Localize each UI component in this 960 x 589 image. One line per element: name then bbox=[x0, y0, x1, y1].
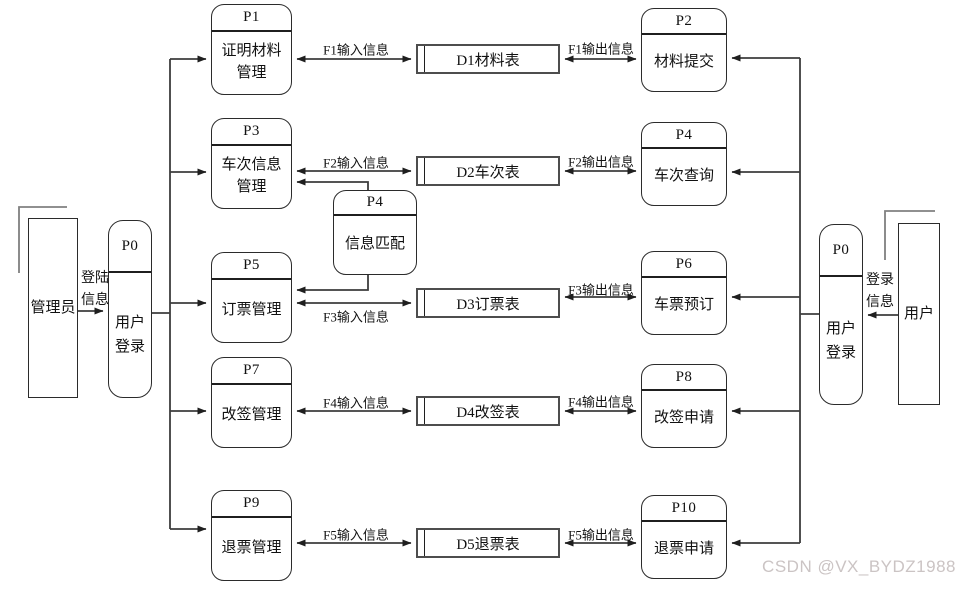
process-p8: P8 改签申请 bbox=[641, 364, 727, 448]
process-p8-label: 改签申请 bbox=[653, 410, 714, 427]
process-p0-left-label: 用户登录 bbox=[114, 315, 145, 355]
process-p6-id: P6 bbox=[642, 252, 726, 278]
external-entity-user: 用户 bbox=[898, 223, 940, 405]
process-p0-right-label: 用户登录 bbox=[825, 320, 856, 361]
process-p9-label: 退票管理 bbox=[221, 540, 282, 557]
datastore-d1-endline bbox=[424, 46, 425, 72]
flow-label-f1-out: F1输出信息 bbox=[568, 41, 634, 57]
process-p3: P3 车次信息管理 bbox=[211, 118, 292, 209]
process-p6-label: 车票预订 bbox=[653, 297, 714, 314]
flow-label-f2-out: F2输出信息 bbox=[568, 154, 634, 170]
external-entity-admin: 管理员 bbox=[28, 218, 78, 398]
datastore-d3: D3订票表 bbox=[416, 288, 560, 318]
process-p0-left-id: P0 bbox=[109, 221, 151, 273]
process-p2-id: P2 bbox=[642, 9, 726, 35]
flow-label-f3-out: F3输出信息 bbox=[568, 282, 634, 298]
datastore-d4: D4改签表 bbox=[416, 396, 560, 426]
process-p0-right-id: P0 bbox=[820, 225, 862, 277]
datastore-d2-endline bbox=[424, 158, 425, 184]
datastore-d4-endline bbox=[424, 398, 425, 424]
process-p9: P9 退票管理 bbox=[211, 490, 292, 581]
datastore-d4-label: D4改签表 bbox=[456, 404, 520, 421]
process-p10-label: 退票申请 bbox=[653, 541, 714, 558]
flow-label-admin-login: 登陆信息 bbox=[81, 271, 109, 308]
process-p7-label: 改签管理 bbox=[221, 407, 282, 424]
datastore-d2: D2车次表 bbox=[416, 156, 560, 186]
flow-label-f4-out: F4输出信息 bbox=[568, 394, 634, 410]
user-entity-bracket bbox=[884, 210, 935, 260]
user-entity-label: 用户 bbox=[903, 305, 934, 322]
datastore-d3-endline bbox=[424, 290, 425, 316]
datastore-d5-endline bbox=[424, 530, 425, 556]
process-p0-right: P0 用户登录 bbox=[819, 224, 863, 405]
process-p4-matcher-label: 信息匹配 bbox=[344, 236, 405, 253]
process-p10: P10 退票申请 bbox=[641, 495, 727, 579]
matcher-to-p5-arrow bbox=[296, 275, 369, 294]
flow-label-f5-in: F5输入信息 bbox=[323, 527, 389, 543]
process-p3-label: 车次信息管理 bbox=[221, 157, 282, 195]
process-p9-id: P9 bbox=[212, 491, 291, 518]
process-p10-id: P10 bbox=[642, 496, 726, 522]
process-p4-right-id: P4 bbox=[642, 123, 726, 149]
datastore-d2-label: D2车次表 bbox=[456, 164, 520, 181]
datastore-d5-label: D5退票表 bbox=[456, 536, 520, 553]
flow-label-f5-out: F5输出信息 bbox=[568, 527, 634, 543]
process-p5-label: 订票管理 bbox=[221, 302, 282, 319]
csdn-watermark: CSDN @VX_BYDZ1988 bbox=[762, 557, 956, 576]
flow-label-f1-in: F1输入信息 bbox=[323, 42, 389, 58]
process-p5: P5 订票管理 bbox=[211, 252, 292, 343]
matcher-to-p3-arrow bbox=[296, 178, 369, 190]
process-p6: P6 车票预订 bbox=[641, 251, 727, 335]
process-p8-id: P8 bbox=[642, 365, 726, 391]
flow-label-f4-in: F4输入信息 bbox=[323, 395, 389, 411]
process-p7-id: P7 bbox=[212, 358, 291, 385]
process-p2-label: 材料提交 bbox=[653, 54, 714, 71]
flow-label-f2-in: F2输入信息 bbox=[323, 155, 389, 171]
process-p1-label: 证明材料管理 bbox=[221, 43, 282, 81]
process-p1: P1 证明材料管理 bbox=[211, 4, 292, 95]
process-p5-id: P5 bbox=[212, 253, 291, 280]
process-p7: P7 改签管理 bbox=[211, 357, 292, 448]
admin-entity-bracket bbox=[18, 206, 67, 273]
process-p0-left: P0 用户登录 bbox=[108, 220, 152, 398]
process-p4-matcher: P4 信息匹配 bbox=[333, 190, 417, 275]
flow-label-user-login: 登录信息 bbox=[866, 273, 894, 310]
admin-entity-label: 管理员 bbox=[30, 299, 76, 316]
process-p4-right: P4 车次查询 bbox=[641, 122, 727, 206]
datastore-d1: D1材料表 bbox=[416, 44, 560, 74]
process-p4-matcher-id: P4 bbox=[334, 191, 416, 216]
process-p2: P2 材料提交 bbox=[641, 8, 727, 92]
datastore-d1-label: D1材料表 bbox=[456, 52, 520, 69]
flow-label-f3-in: F3输入信息 bbox=[323, 309, 389, 325]
datastore-d3-label: D3订票表 bbox=[456, 296, 520, 313]
datastore-d5: D5退票表 bbox=[416, 528, 560, 558]
process-p4-right-label: 车次查询 bbox=[653, 168, 714, 185]
process-p3-id: P3 bbox=[212, 119, 291, 146]
process-p1-id: P1 bbox=[212, 5, 291, 32]
